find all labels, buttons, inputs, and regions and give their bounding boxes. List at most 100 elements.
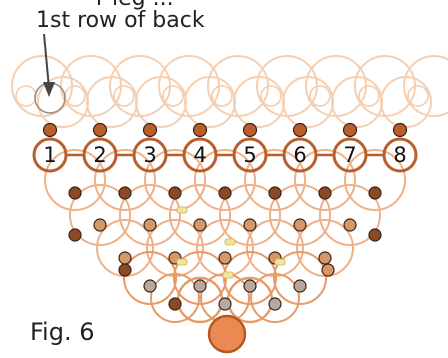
numbered-bead-ring <box>82 137 118 173</box>
small-connector-bead <box>93 218 107 232</box>
small-connector-bead <box>268 186 282 200</box>
small-connector-bead <box>293 279 307 293</box>
small-dark-bead <box>242 122 258 138</box>
triangle-loop-bead <box>119 184 181 246</box>
numbered-bead-ring <box>182 137 218 173</box>
small-dark-bead <box>42 122 58 138</box>
bead-number-1: 1 <box>43 143 56 167</box>
numbered-bead-ring <box>282 137 318 173</box>
back-small-bead <box>407 85 429 107</box>
back-arc-bead <box>305 55 367 117</box>
triangle-loop-bead <box>169 184 231 246</box>
back-small-bead <box>113 85 135 107</box>
back-arc-bead <box>86 76 138 128</box>
top-cut-off-text: r leg ... <box>96 0 174 11</box>
numbered-bead-ring <box>32 137 68 173</box>
small-connector-bead <box>318 186 332 200</box>
pointer-arrow-head <box>43 82 55 97</box>
bead-number-6: 6 <box>293 143 306 167</box>
back-small-bead <box>358 85 380 107</box>
small-connector-bead <box>368 186 382 200</box>
small-connector-bead <box>143 279 157 293</box>
small-dark-bead <box>292 122 308 138</box>
back-small-bead <box>309 85 331 107</box>
back-arc-bead <box>380 76 432 128</box>
triangle-loop-bead <box>150 273 200 323</box>
small-connector-bead <box>243 279 257 293</box>
triangle-loop-bead <box>319 184 381 246</box>
small-connector-bead <box>218 297 232 311</box>
small-connector-bead <box>118 263 132 277</box>
small-connector-bead <box>143 218 157 232</box>
small-dark-bead <box>192 122 208 138</box>
yellow-filler-bead <box>224 238 236 246</box>
back-arc-bead <box>354 55 416 117</box>
back-arc-bead <box>60 55 122 117</box>
back-arc-bead <box>282 76 334 128</box>
yellow-filler-bead <box>176 206 188 214</box>
back-arc-bead <box>256 55 318 117</box>
small-dark-bead <box>392 122 408 138</box>
back-arc-bead <box>233 76 285 128</box>
small-connector-bead <box>321 263 335 277</box>
small-dark-bead <box>342 122 358 138</box>
small-connector-bead <box>68 228 82 242</box>
small-connector-bead <box>168 297 182 311</box>
triangle-loop-bead <box>294 149 356 211</box>
small-connector-bead <box>318 251 332 265</box>
bead-number-3: 3 <box>143 143 156 167</box>
triangle-loop-bead <box>94 149 156 211</box>
small-dark-bead <box>92 122 108 138</box>
triangle-loop-bead <box>219 184 281 246</box>
triangle-loop-bead <box>44 149 106 211</box>
back-small-bead <box>260 85 282 107</box>
first-row-of-back-label: 1st row of back <box>36 8 205 33</box>
triangle-loop-bead <box>69 184 131 246</box>
figure-label: Fig. 6 <box>30 318 95 346</box>
back-small-bead <box>211 85 233 107</box>
back-small-bead <box>64 85 86 107</box>
back-arc-bead <box>158 55 220 117</box>
triangle-loop-bead <box>269 184 331 246</box>
numbered-bead-ring <box>132 137 168 173</box>
bead-number-7: 7 <box>343 143 356 167</box>
triangle-loop-bead <box>123 251 177 305</box>
small-dark-bead <box>142 122 158 138</box>
numbered-bead-ring <box>332 137 368 173</box>
small-connector-bead <box>243 218 257 232</box>
back-small-bead <box>162 85 184 107</box>
triangle-loop-bead <box>244 149 306 211</box>
small-connector-bead <box>268 297 282 311</box>
small-connector-bead <box>343 218 357 232</box>
bead-number-8: 8 <box>393 143 406 167</box>
back-arc-bead <box>403 55 448 117</box>
pointer-arrow-shaft <box>43 33 50 89</box>
small-connector-bead <box>68 186 82 200</box>
back-arc-bead <box>207 55 269 117</box>
small-connector-bead <box>368 228 382 242</box>
bottom-large-bead <box>207 314 247 354</box>
numbered-bead-ring <box>382 137 418 173</box>
small-connector-bead <box>118 251 132 265</box>
small-connector-bead <box>193 279 207 293</box>
bead-number-5: 5 <box>243 143 256 167</box>
small-connector-bead <box>193 218 207 232</box>
triangle-loop-bead <box>250 273 300 323</box>
triangle-loop-bead <box>273 251 327 305</box>
triangle-loop-bead <box>344 149 406 211</box>
bead-number-2: 2 <box>93 143 106 167</box>
triangle-loop-bead <box>194 149 256 211</box>
back-arc-bead <box>184 76 236 128</box>
back-arc-bead <box>331 76 383 128</box>
yellow-filler-bead <box>222 271 234 279</box>
numbered-bead-ring <box>232 137 268 173</box>
small-connector-bead <box>168 186 182 200</box>
back-small-bead <box>15 85 37 107</box>
yellow-filler-bead <box>274 258 286 266</box>
small-connector-bead <box>118 186 132 200</box>
small-connector-bead <box>293 218 307 232</box>
triangle-loop-bead <box>144 149 206 211</box>
small-connector-bead <box>218 186 232 200</box>
